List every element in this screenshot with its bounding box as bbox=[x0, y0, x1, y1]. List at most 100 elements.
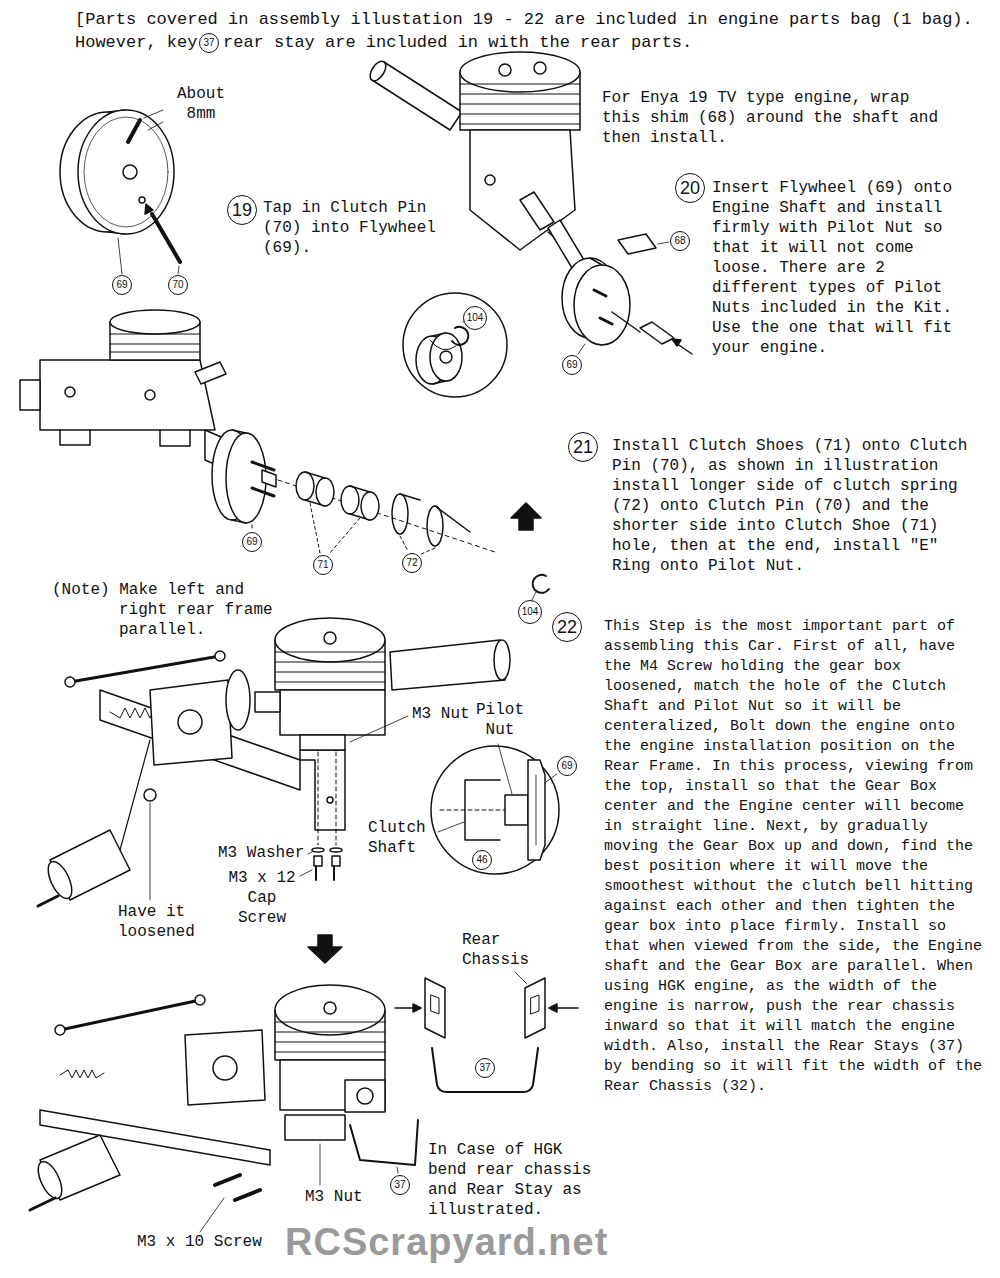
callout-number: 69 bbox=[242, 532, 262, 552]
shim bbox=[618, 234, 656, 254]
rear-chassis bbox=[525, 978, 545, 1038]
gear-box bbox=[213, 1056, 237, 1080]
callout-number: 69 bbox=[112, 275, 132, 295]
engine bbox=[345, 1080, 385, 1112]
rear-chassis bbox=[431, 995, 439, 1014]
engine bbox=[255, 618, 510, 750]
flywheel bbox=[212, 430, 276, 523]
clutch-spring bbox=[392, 494, 470, 546]
leader-line bbox=[400, 536, 408, 551]
clutch-spring bbox=[400, 494, 420, 500]
rear-chassis bbox=[531, 995, 539, 1014]
engine bbox=[460, 84, 580, 124]
leader-line bbox=[498, 744, 512, 794]
leader-line bbox=[118, 238, 122, 274]
annotation-text: rear stay are included in with the rear … bbox=[223, 33, 743, 53]
engine bbox=[367, 52, 590, 278]
leader-line bbox=[329, 518, 360, 554]
detail-inset bbox=[440, 810, 505, 811]
leader-line bbox=[320, 1144, 321, 1185]
leader-line bbox=[308, 852, 312, 854]
engine bbox=[499, 64, 511, 76]
engine bbox=[367, 59, 389, 84]
chassis bbox=[60, 1070, 104, 1078]
rear-stay bbox=[432, 1048, 538, 1092]
clutch-shoe bbox=[316, 478, 334, 506]
rear-chassis bbox=[395, 972, 578, 1038]
annotation-text: For Enya 19 TV type engine, wrap this sh… bbox=[602, 88, 942, 148]
leader-line bbox=[310, 503, 320, 553]
pilot-nut bbox=[640, 322, 674, 344]
engine bbox=[390, 640, 505, 690]
engine bbox=[372, 62, 462, 130]
cap-screw bbox=[330, 848, 342, 852]
shim bbox=[618, 234, 656, 254]
leader-line bbox=[578, 344, 585, 354]
leader-line bbox=[300, 870, 312, 876]
gear-box bbox=[226, 670, 250, 730]
chassis bbox=[65, 677, 75, 687]
annotation-text: [Parts covered in assembly illustation 1… bbox=[75, 10, 995, 30]
callout-text: 46 bbox=[476, 855, 487, 866]
clutch-spring bbox=[427, 506, 443, 546]
annotation-text: M3 Washer bbox=[218, 843, 313, 863]
cap-screw bbox=[312, 752, 342, 880]
clutch-pin bbox=[145, 204, 153, 214]
gear-box bbox=[150, 670, 250, 765]
cap-screw bbox=[215, 1175, 260, 1200]
detail-inset bbox=[505, 795, 528, 825]
chassis bbox=[55, 1025, 65, 1035]
callout-number: 46 bbox=[472, 850, 492, 870]
annotation-text: (Note) Make left and right rear frame pa… bbox=[52, 580, 282, 640]
leader-line bbox=[178, 266, 179, 274]
step-number: 21 bbox=[568, 432, 598, 462]
flywheel bbox=[594, 290, 612, 324]
rear-chassis bbox=[549, 1004, 557, 1012]
callout-number: 69 bbox=[562, 355, 582, 375]
callout-text: 19 bbox=[232, 201, 252, 220]
watermark: RCScrapyard.net bbox=[285, 1220, 625, 1264]
engine bbox=[275, 1022, 385, 1052]
callout-number: 37 bbox=[199, 33, 219, 53]
callout-text: 69 bbox=[246, 537, 257, 548]
engine bbox=[110, 334, 200, 352]
chassis bbox=[195, 995, 205, 1005]
callout-text: 104 bbox=[467, 313, 484, 324]
flywheel bbox=[60, 110, 174, 234]
flywheel bbox=[226, 433, 266, 523]
callout-number: 69 bbox=[557, 756, 577, 776]
chassis bbox=[33, 1158, 66, 1202]
engine bbox=[145, 390, 155, 400]
callout-number: 70 bbox=[168, 275, 188, 295]
leader-line bbox=[252, 503, 435, 555]
leader-line bbox=[397, 1167, 398, 1173]
gear-box bbox=[185, 1030, 265, 1105]
callout-text: 104 bbox=[522, 607, 539, 618]
callout-number: 37 bbox=[390, 1175, 410, 1195]
callout-text: 37 bbox=[479, 1063, 490, 1074]
gear-box bbox=[150, 680, 232, 765]
flywheel bbox=[78, 110, 174, 234]
detail-inset bbox=[536, 775, 537, 845]
e-ring bbox=[532, 575, 549, 600]
engine bbox=[285, 1115, 345, 1140]
cap-screw bbox=[215, 1175, 260, 1200]
pilot-nut bbox=[672, 339, 681, 346]
callout-text: 22 bbox=[557, 618, 577, 637]
cap-screw bbox=[312, 848, 324, 852]
engine bbox=[40, 360, 215, 430]
annotation-text: Insert Flywheel (69) onto Engine Shaft a… bbox=[712, 178, 980, 358]
annotation-text: Clutch Shaft bbox=[368, 818, 438, 858]
detail-inset bbox=[440, 351, 452, 363]
rear-chassis bbox=[515, 972, 527, 984]
e-ring bbox=[533, 575, 549, 593]
callout-number: 71 bbox=[313, 555, 333, 575]
engine bbox=[65, 387, 75, 397]
engine bbox=[275, 618, 385, 662]
callout-text: 37 bbox=[203, 38, 214, 49]
chassis bbox=[60, 1000, 200, 1030]
detail-inset bbox=[431, 746, 559, 874]
callout-text: 37 bbox=[394, 1180, 405, 1191]
callout-text: 68 bbox=[674, 236, 685, 247]
flywheel bbox=[139, 197, 145, 203]
